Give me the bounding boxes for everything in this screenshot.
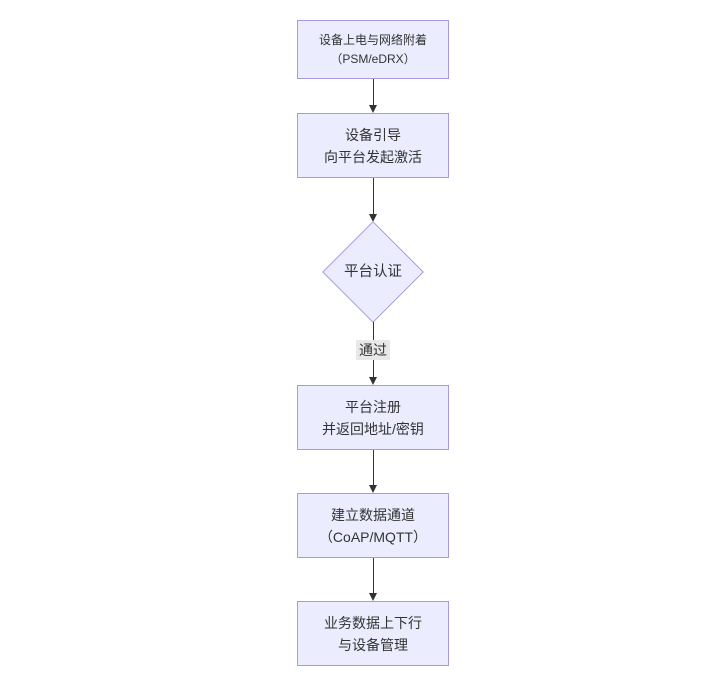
node-platform-auth-label: 平台认证 (344, 264, 402, 280)
arrow-down-icon (368, 214, 377, 222)
node-label-line: 设备上电与网络附着 (318, 32, 427, 47)
arrow-down-icon (368, 105, 377, 113)
arrow-down-icon (368, 593, 377, 601)
arrow-down-icon (368, 485, 377, 493)
node-power-on-network-attach: 设备上电与网络附着 （PSM/eDRX） (297, 20, 449, 79)
edge-line (372, 178, 374, 215)
node-label-line: 建立数据通道 (331, 506, 415, 523)
node-device-bootstrap-activate: 设备引导 向平台发起激活 (297, 113, 449, 178)
edge-line (372, 558, 374, 594)
node-business-data-device-mgmt: 业务数据上下行 与设备管理 (297, 601, 449, 666)
node-label-line: 并返回地址/密钥 (322, 420, 424, 437)
node-label-line: （PSM/eDRX） (330, 51, 416, 66)
node-establish-data-channel: 建立数据通道 （CoAP/MQTT） (297, 493, 449, 558)
arrow-down-icon (368, 377, 377, 385)
node-label-line: （CoAP/MQTT） (318, 528, 428, 545)
node-platform-register: 平台注册 并返回地址/密钥 (297, 385, 449, 450)
node-label-line: 与设备管理 (338, 636, 408, 653)
edge-line (372, 450, 374, 486)
node-label-line: 向平台发起激活 (324, 148, 422, 165)
edge-line (372, 79, 374, 106)
node-label-line: 设备引导 (345, 126, 401, 143)
node-label-line: 业务数据上下行 (324, 614, 422, 631)
node-label-line: 平台注册 (345, 398, 401, 415)
edge-label-pass: 通过 (356, 340, 390, 360)
